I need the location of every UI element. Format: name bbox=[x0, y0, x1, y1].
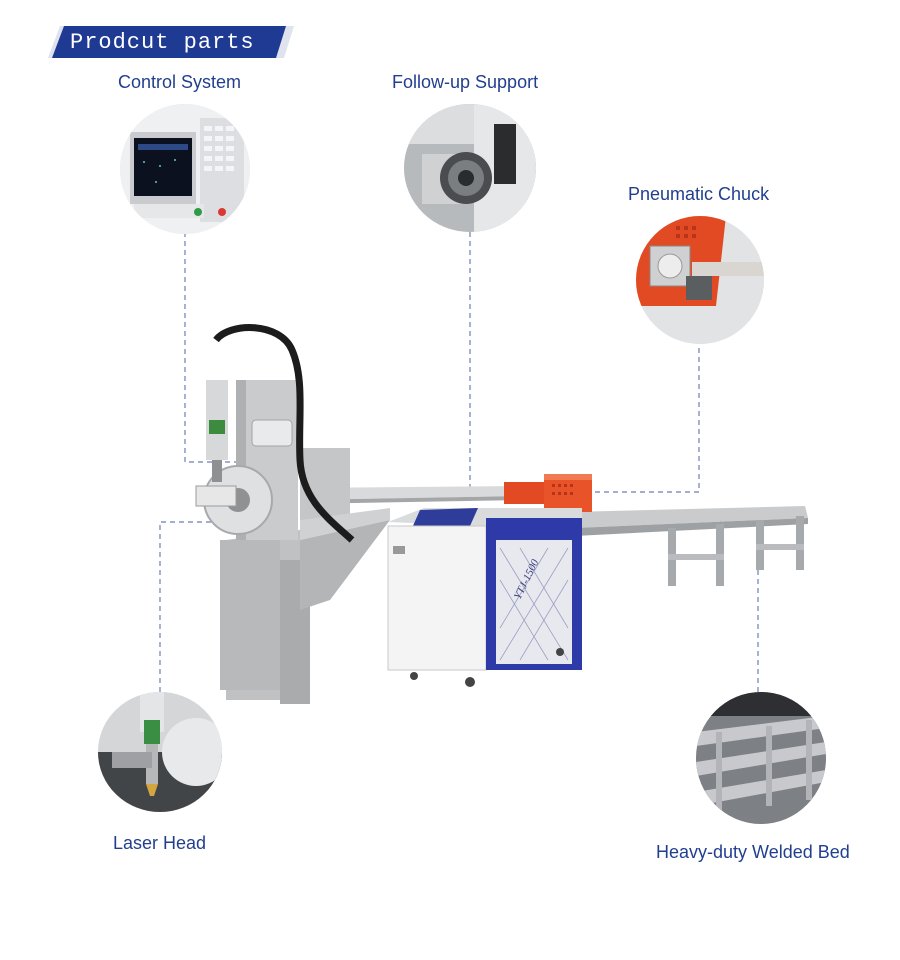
label-pneumatic-chuck: Pneumatic Chuck bbox=[628, 184, 770, 204]
follow-up-support-photo bbox=[404, 104, 536, 232]
label-laser-head: Laser Head bbox=[113, 833, 207, 853]
laser-head-photo bbox=[98, 692, 222, 812]
label-follow-up-support: Follow-up Support bbox=[392, 72, 539, 92]
laser-source-cabinet bbox=[387, 508, 582, 687]
welded-bed-photo bbox=[696, 692, 826, 824]
label-welded-bed: Heavy-duty Welded Bed bbox=[656, 842, 850, 862]
page-title: Prodcut parts bbox=[70, 30, 255, 55]
pneumatic-chuck-body bbox=[504, 474, 592, 512]
pneumatic-chuck-photo bbox=[636, 216, 764, 344]
welded-bed bbox=[570, 506, 808, 586]
label-control-system: Control System bbox=[118, 72, 242, 92]
machine-frame bbox=[195, 324, 390, 704]
control-system-photo bbox=[120, 104, 250, 234]
header-banner bbox=[48, 26, 294, 58]
